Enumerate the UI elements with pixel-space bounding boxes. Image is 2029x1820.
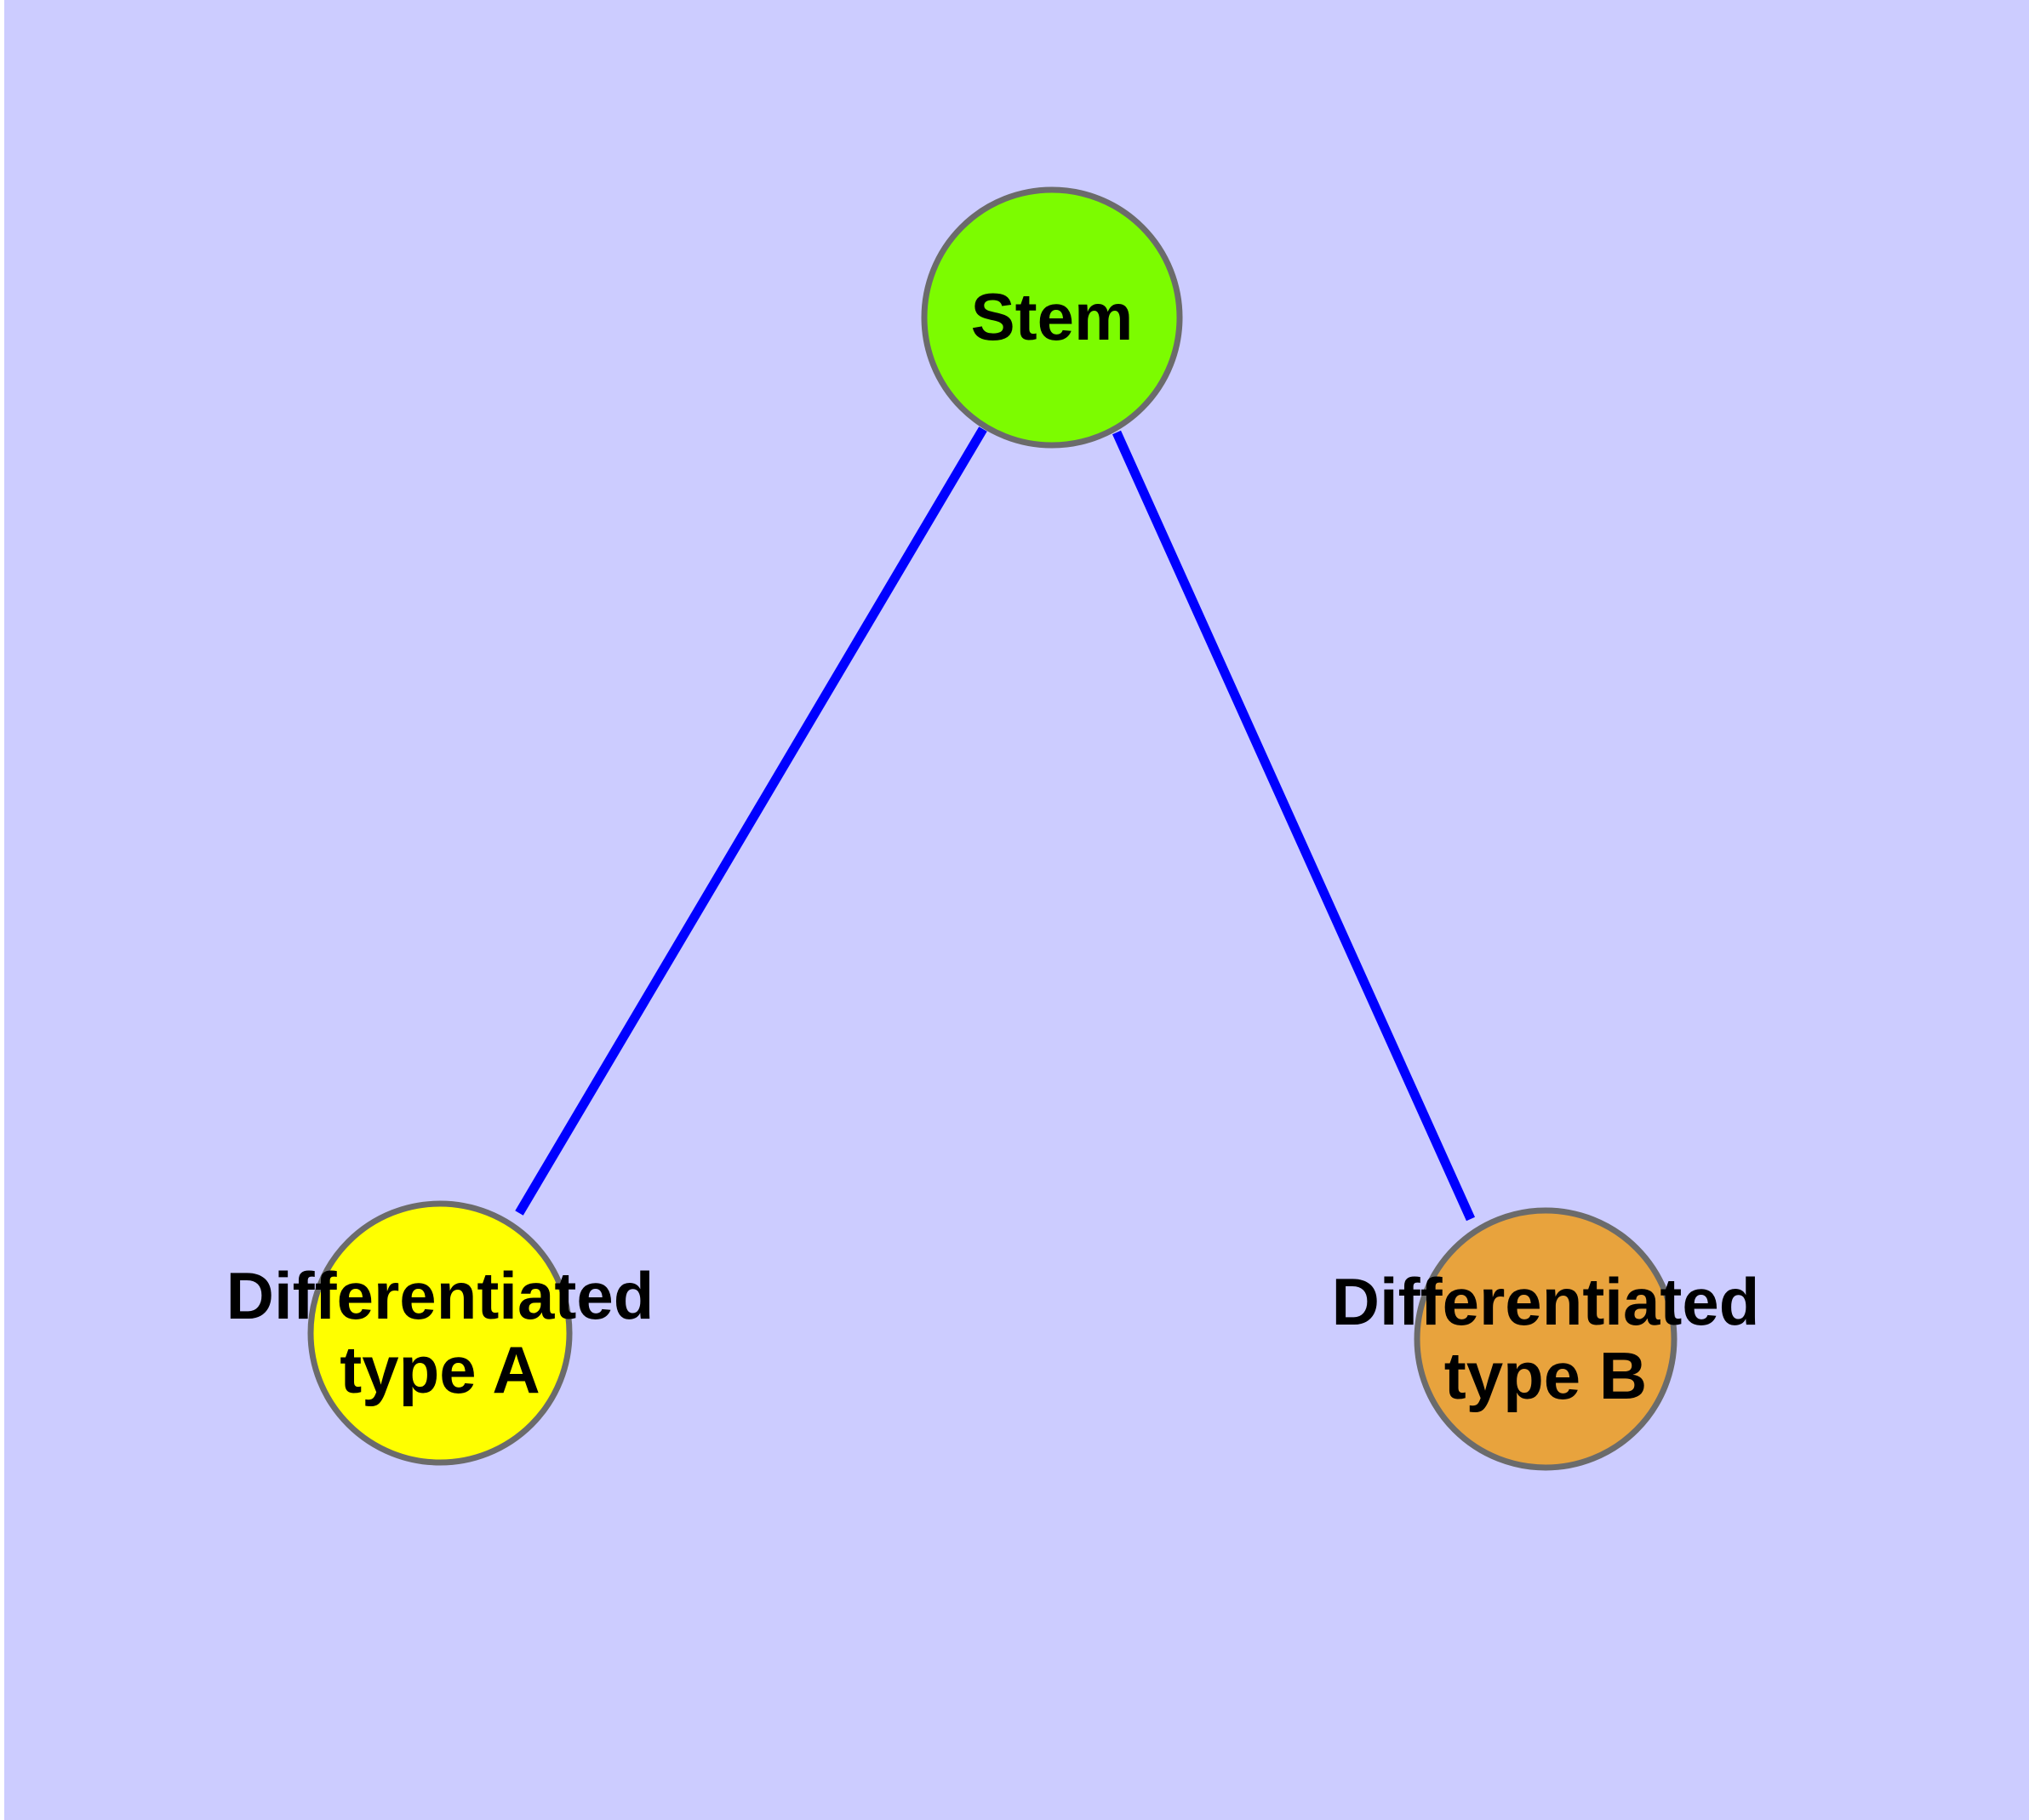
node-differentiated-type-a[interactable] — [307, 1200, 573, 1466]
edge-layer — [515, 426, 1476, 1222]
node-stem[interactable] — [921, 186, 1183, 449]
edge-stem-to-differentiated-type-b[interactable] — [1112, 430, 1476, 1222]
node-differentiated-type-b[interactable] — [1414, 1207, 1677, 1471]
edge-stem-to-differentiated-type-a[interactable] — [515, 426, 987, 1216]
node-layer — [307, 186, 1677, 1471]
